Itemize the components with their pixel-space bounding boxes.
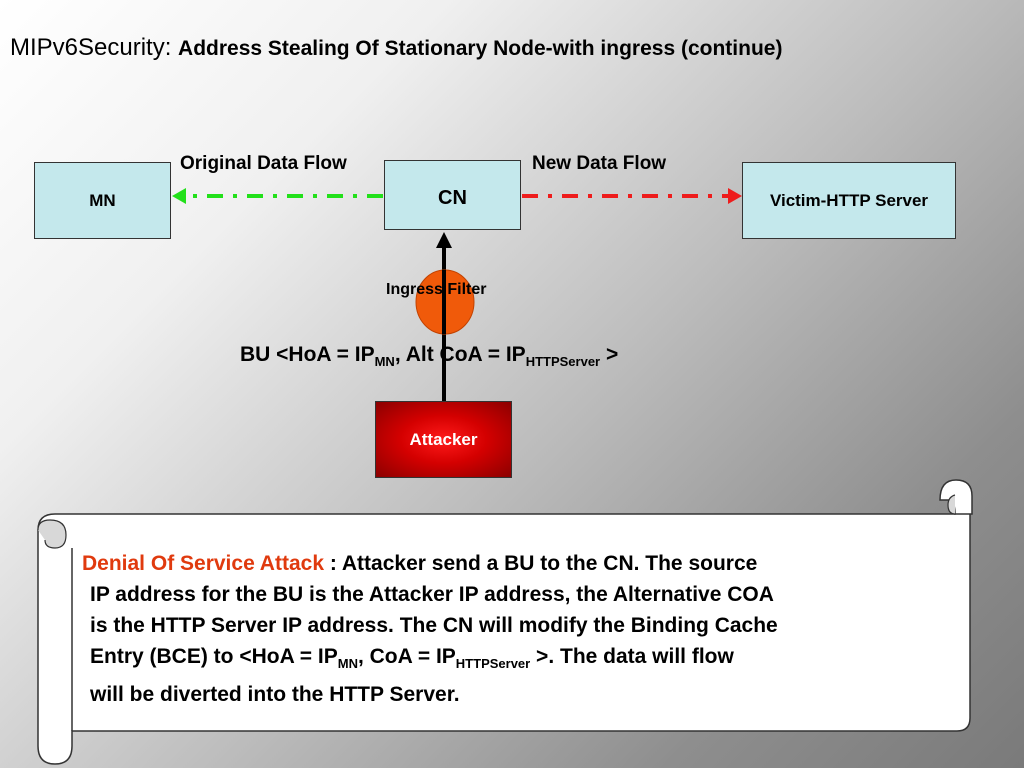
cn-label: CN: [438, 187, 467, 209]
title-lead: MIPv6Security:: [10, 34, 179, 61]
scroll-line-3: is the HTTP Server IP address. The CN wi…: [90, 614, 778, 637]
scroll-line-4: Entry (BCE) to <HoA = IPMN, CoA = IPHTTP…: [82, 641, 952, 679]
scroll-line-1: : Attacker send a BU to the CN. The sour…: [324, 552, 758, 575]
scroll-line-4a: Entry (BCE) to <HoA = IP: [90, 645, 338, 668]
bu-prefix: BU <HoA = IP: [240, 343, 375, 366]
original-flow-label: Original Data Flow: [180, 153, 347, 174]
mn-label: MN: [89, 190, 116, 210]
scroll-line-4-sub2: HTTPServer: [455, 656, 531, 672]
page-title: MIPv6Security: Address Stealing Of Stati…: [10, 34, 782, 62]
new-flow-label: New Data Flow: [532, 153, 667, 174]
bu-arrowhead: [436, 232, 452, 248]
scroll-line-4b: , CoA = IP: [357, 645, 456, 668]
bu-message-label: BU <HoA = IPMN, Alt CoA = IPHTTPServer >: [240, 343, 618, 369]
bu-suffix: >: [600, 343, 619, 366]
scroll-description: Denial Of Service Attack : Attacker send…: [82, 548, 952, 710]
scroll-line-4-sub1: MN: [337, 656, 358, 672]
scroll-banner: [37, 479, 973, 765]
new-flow-arrowhead: [728, 188, 742, 204]
bu-coa-sub: HTTPServer: [525, 354, 601, 370]
scroll-line-2: IP address for the BU is the Attacker IP…: [90, 583, 774, 606]
original-flow-arrowhead: [172, 188, 186, 204]
bu-hoa-sub: MN: [374, 354, 395, 370]
mn-node: MN: [34, 162, 171, 239]
ingress-filter-label: Ingress Filter: [386, 281, 487, 298]
victim-server-node: Victim-HTTP Server: [742, 162, 956, 239]
dos-attack-heading: Denial Of Service Attack: [82, 552, 324, 575]
scroll-line-5: will be diverted into the HTTP Server.: [90, 683, 460, 707]
scroll-line-4c: >. The data will flow: [530, 645, 734, 668]
title-subtitle: Address Stealing Of Stationary Node-with…: [178, 37, 783, 60]
cn-node: CN: [384, 160, 521, 230]
attacker-node: Attacker: [375, 401, 512, 478]
attacker-label: Attacker: [409, 429, 478, 449]
bu-middle: , Alt CoA = IP: [394, 343, 526, 366]
victim-label: Victim-HTTP Server: [769, 190, 929, 210]
